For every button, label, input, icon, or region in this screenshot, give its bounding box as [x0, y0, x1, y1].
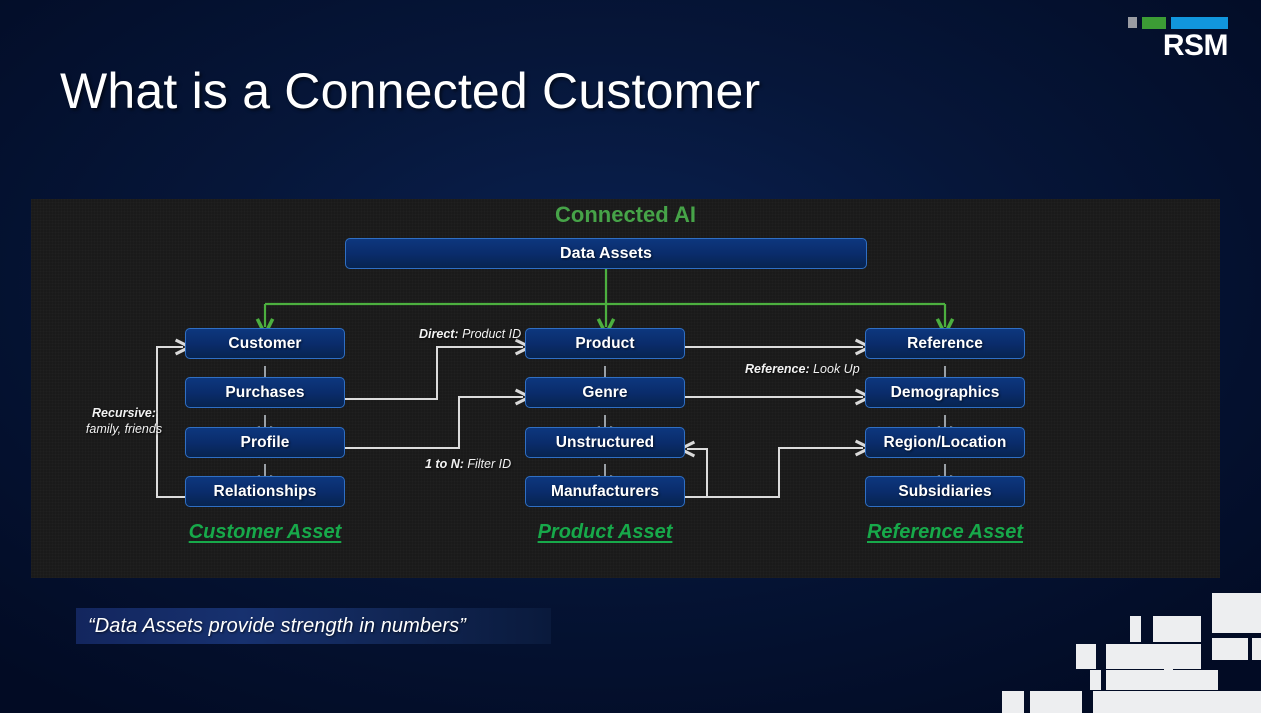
pixel-mosaic-decoration	[990, 585, 1261, 713]
logo-color-marks	[1128, 17, 1228, 29]
node-region-location[interactable]: Region/Location	[865, 427, 1025, 458]
green-distribution-wires	[265, 269, 945, 327]
edge-label-value: Look Up	[809, 362, 860, 376]
edge-label-recursive: Recursive: family, friends	[69, 405, 179, 437]
logo-wordmark: RSM	[1162, 29, 1229, 62]
edge-label-one-to-n: 1 to N: Filter ID	[425, 457, 511, 471]
node-purchases[interactable]: Purchases	[185, 377, 345, 408]
rsm-logo: RSM	[1128, 17, 1229, 62]
caption-customer-asset: Customer Asset	[185, 521, 345, 544]
edge-label-direct: Direct: Product ID	[419, 327, 521, 341]
edge-label-kind: Direct:	[419, 327, 459, 341]
edge-label-value: Filter ID	[463, 457, 512, 471]
node-label: Unstructured	[555, 433, 655, 451]
slide-title: What is a Connected Customer	[60, 63, 761, 119]
node-label: Manufacturers	[550, 482, 660, 500]
node-genre[interactable]: Genre	[525, 377, 685, 408]
caption-product-asset: Product Asset	[525, 521, 685, 544]
edge-label-value: Product ID	[458, 327, 522, 341]
node-reference[interactable]: Reference	[865, 328, 1025, 359]
edge-label-value: family, friends	[85, 422, 163, 436]
node-label: Subsidiaries	[898, 482, 992, 500]
caption-label: Product Asset	[537, 521, 673, 543]
node-subsidiaries[interactable]: Subsidiaries	[865, 476, 1025, 507]
node-label: Purchases	[225, 383, 305, 401]
logo-green-bar-icon	[1142, 17, 1166, 29]
node-relationships[interactable]: Relationships	[185, 476, 345, 507]
diagram-heading: Connected AI	[555, 202, 696, 227]
edge-label-kind: Recursive:	[92, 406, 156, 420]
diagram-panel: Connected AI	[31, 199, 1220, 578]
node-label: Product	[575, 334, 635, 352]
node-product[interactable]: Product	[525, 328, 685, 359]
node-label: Genre	[582, 383, 628, 401]
edge-label-kind: Reference:	[745, 362, 810, 376]
node-label: Region/Location	[883, 433, 1007, 451]
logo-blue-bar-icon	[1171, 17, 1228, 29]
node-label: Customer	[228, 334, 302, 352]
node-label: Profile	[240, 433, 290, 451]
node-profile[interactable]: Profile	[185, 427, 345, 458]
node-label: Relationships	[213, 482, 317, 500]
logo-gray-square-icon	[1128, 17, 1137, 28]
node-data-assets[interactable]: Data Assets	[345, 238, 867, 269]
node-label: Data Assets	[559, 244, 653, 262]
node-customer[interactable]: Customer	[185, 328, 345, 359]
node-manufacturers[interactable]: Manufacturers	[525, 476, 685, 507]
caption-label: Reference Asset	[866, 521, 1023, 543]
caption-reference-asset: Reference Asset	[865, 521, 1025, 544]
node-label: Reference	[907, 334, 983, 352]
node-label: Demographics	[890, 383, 1000, 401]
edge-label-kind: 1 to N:	[425, 457, 464, 471]
caption-label: Customer Asset	[188, 521, 342, 543]
quote-text: “Data Assets provide strength in numbers…	[88, 614, 466, 637]
quote-banner: “Data Assets provide strength in numbers…	[76, 608, 551, 644]
node-unstructured[interactable]: Unstructured	[525, 427, 685, 458]
node-demographics[interactable]: Demographics	[865, 377, 1025, 408]
